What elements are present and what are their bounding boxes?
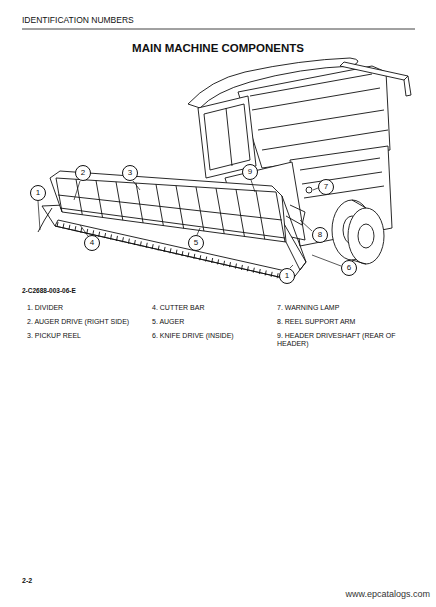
callout-number: 5	[194, 239, 198, 247]
figure-code: 2-C2688-003-06-E	[22, 287, 142, 295]
leader-lines	[38, 180, 341, 268]
watermark: www.epcatalogs.com	[250, 589, 430, 600]
callout-circle: 1	[279, 268, 295, 284]
page-number: 2-2	[22, 577, 82, 585]
callout-number: 4	[90, 239, 94, 247]
legend-item: 7. WARNING LAMP	[277, 304, 417, 312]
legend-item: 1. DIVIDER	[27, 304, 147, 312]
callout-number: 3	[128, 169, 132, 177]
legend-item: 9. HEADER DRIVESHAFT (REAR OF HEADER)	[277, 332, 399, 349]
callout-circle: 8	[312, 227, 328, 243]
callout-circle: 3	[122, 165, 138, 181]
callout-circle: 1	[30, 185, 46, 201]
legend-item: 6. KNIFE DRIVE (INSIDE)	[152, 332, 274, 340]
callout-circle: 2	[75, 165, 91, 181]
legend-item: 8. REEL SUPPORT ARM	[277, 318, 417, 326]
callout-circle: 5	[188, 235, 204, 251]
callout-number: 8	[318, 231, 322, 239]
callout-number: 9	[248, 168, 252, 176]
legend-item: 4. CUTTER BAR	[152, 304, 272, 312]
callout-circle: 4	[84, 235, 100, 251]
legend-item: 5. AUGER	[152, 318, 272, 326]
callout-number: 1	[285, 272, 289, 280]
callout-number: 7	[324, 183, 328, 191]
callout-circle: 9	[242, 164, 258, 180]
header-rule	[22, 29, 415, 30]
callout-circle: 6	[341, 260, 357, 276]
callout-circle: 7	[318, 179, 334, 195]
page-title: MAIN MACHINE COMPONENTS	[0, 42, 436, 56]
running-header: IDENTIFICATION NUMBERS	[22, 15, 322, 25]
callout-number: 1	[36, 189, 40, 197]
legend-item: 3. PICKUP REEL	[27, 332, 147, 340]
combine-drawing	[38, 58, 411, 281]
callout-number: 2	[81, 169, 85, 177]
legend-item: 2. AUGER DRIVE (RIGHT SIDE)	[27, 318, 149, 326]
callout-number: 6	[347, 264, 351, 272]
